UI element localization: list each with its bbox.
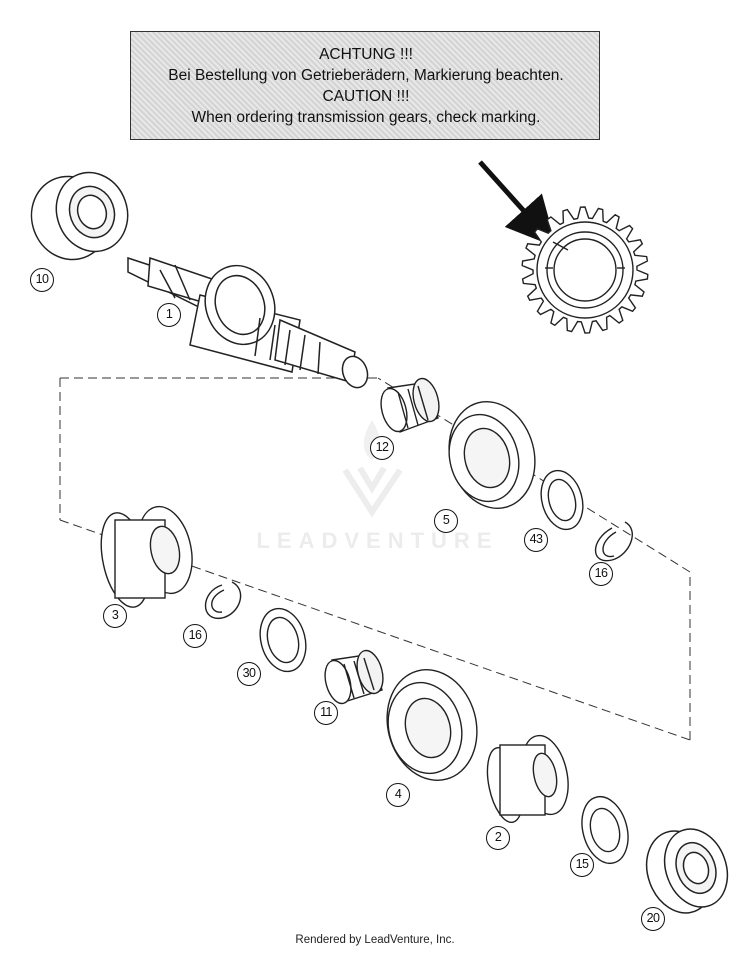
- watermark-logo: [342, 420, 403, 518]
- marked-gear-reference: [521, 206, 649, 334]
- gear-4: [386, 669, 478, 781]
- thrust-washer-43: [540, 469, 584, 531]
- footer-credit: Rendered by LeadVenture, Inc.: [295, 934, 455, 946]
- needle-bearing-11: [324, 649, 384, 705]
- callout-5[interactable]: 5: [434, 509, 458, 533]
- caution-box: ACHTUNG !!! Bei Bestellung von Getrieber…: [130, 31, 600, 140]
- callout-16-upper[interactable]: 16: [589, 562, 613, 586]
- gear-3: [100, 505, 193, 608]
- roller-bearing-20: [645, 828, 729, 914]
- needle-bearing-12: [380, 377, 440, 433]
- callout-30[interactable]: 30: [237, 662, 261, 686]
- roller-bearing-10: [30, 171, 129, 261]
- callout-43[interactable]: 43: [524, 528, 548, 552]
- callout-1[interactable]: 1: [157, 303, 181, 327]
- thrust-washer-30: [259, 607, 307, 673]
- callout-10[interactable]: 10: [30, 268, 54, 292]
- callout-11[interactable]: 11: [314, 701, 338, 725]
- thrust-washer-15: [581, 795, 629, 865]
- caution-text-de: Bei Bestellung von Getrieberädern, Marki…: [168, 67, 564, 84]
- caution-heading-en: CAUTION !!!: [322, 88, 410, 105]
- callout-12[interactable]: 12: [370, 436, 394, 460]
- gear-5: [448, 401, 536, 509]
- circlip-16-lower: [205, 581, 242, 619]
- callout-20[interactable]: 20: [641, 907, 665, 931]
- callout-15[interactable]: 15: [570, 853, 594, 877]
- callout-4[interactable]: 4: [386, 783, 410, 807]
- callout-2[interactable]: 2: [486, 826, 510, 850]
- callout-3[interactable]: 3: [103, 604, 127, 628]
- assembly-boundary: [59, 377, 691, 741]
- main-shaft-1: [127, 256, 369, 389]
- caution-text-en: When ordering transmission gears, check …: [191, 109, 541, 126]
- callout-16-lower[interactable]: 16: [183, 624, 207, 648]
- caution-heading-de: ACHTUNG !!!: [319, 46, 413, 63]
- gear-2: [486, 734, 569, 824]
- marking-arrow: [478, 160, 557, 248]
- circlip-16-upper: [595, 521, 633, 562]
- watermark-text: LEADVENTURE: [256, 528, 499, 553]
